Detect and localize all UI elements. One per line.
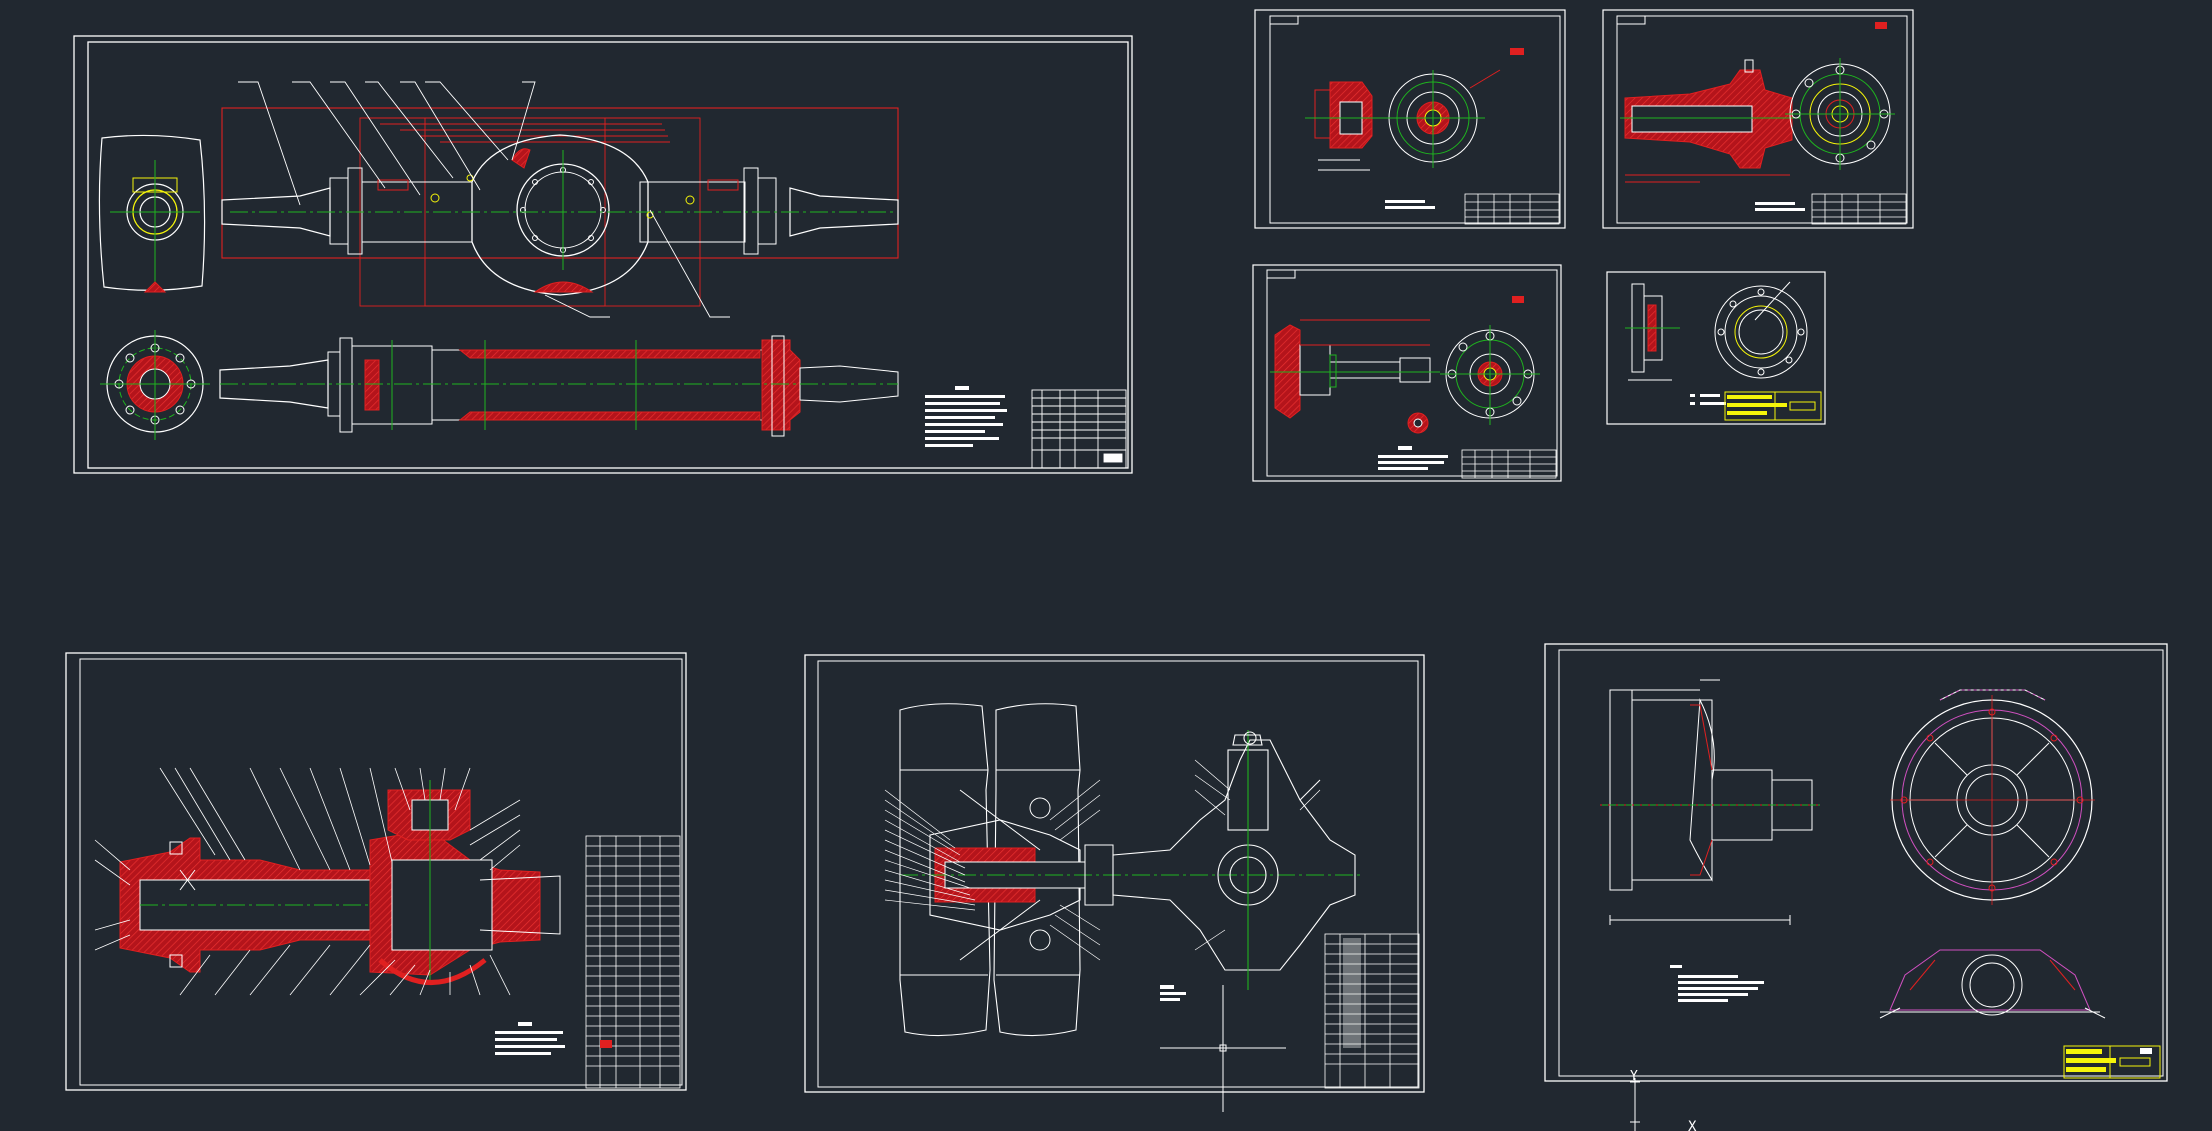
carrier-end-view — [1890, 689, 2095, 905]
wheel-hub-sheet[interactable] — [1602, 9, 1914, 229]
end-view-flange — [100, 330, 210, 440]
notes-block — [495, 1022, 565, 1055]
notes-block — [1378, 446, 1448, 470]
title-block-highlighted — [2063, 1045, 2161, 1079]
title-block — [1461, 449, 1557, 479]
title-block — [1464, 193, 1560, 225]
shaft-end-view — [1440, 296, 1540, 425]
half-shaft-sheet[interactable] — [1252, 264, 1562, 482]
tire-section-view — [899, 703, 1081, 1037]
axle-housing-front-view — [221, 81, 899, 318]
hub-section-view — [1620, 59, 1800, 183]
notes-block — [1160, 985, 1186, 1001]
leader-lines — [94, 767, 521, 996]
bill-of-materials — [585, 835, 681, 1089]
bearing-cap-sheet[interactable] — [1606, 271, 1826, 425]
section-view — [1305, 81, 1385, 171]
differential-section — [1112, 730, 1356, 990]
axle-housing-section-view — [219, 335, 899, 437]
carrier-side-view — [1879, 949, 2106, 1019]
flange-end-view — [1385, 48, 1524, 168]
bill-of-materials — [1324, 933, 1420, 1089]
hub-and-brake — [900, 789, 1360, 961]
differential-carrier-sheet[interactable] — [1544, 643, 2168, 1082]
title-block-highlighted — [1724, 391, 1822, 421]
hub-end-view — [1785, 22, 1895, 170]
ucs-y-label: Y — [1630, 1069, 1638, 1084]
notes-block — [1755, 202, 1805, 211]
half-shaft-gear-sheet[interactable] — [1254, 9, 1566, 229]
notes-block — [1385, 200, 1435, 209]
end-view-top — [98, 134, 206, 293]
final-drive-assembly-sheet[interactable] — [65, 652, 687, 1091]
drive-section-view — [119, 780, 561, 985]
cap-end-view — [1714, 281, 1808, 379]
ucs-x-label: X — [1688, 1119, 1697, 1131]
ucs-axis-icon: Y X — [1630, 1069, 1697, 1131]
cap-section-view — [1625, 283, 1680, 381]
notes-block — [1690, 394, 1726, 405]
title-block — [1811, 193, 1907, 225]
leader-lines — [884, 759, 1321, 961]
title-block — [1031, 389, 1127, 469]
axle-housing-assembly-sheet[interactable] — [73, 35, 1133, 474]
wheel-and-differential-assembly-sheet[interactable] — [804, 654, 1425, 1112]
notes-block — [925, 386, 1007, 447]
shaft-side-view — [1270, 319, 1440, 434]
notes-block — [1670, 965, 1764, 1002]
crosshair — [1160, 985, 1286, 1112]
carrier-section-view — [1600, 679, 1820, 925]
